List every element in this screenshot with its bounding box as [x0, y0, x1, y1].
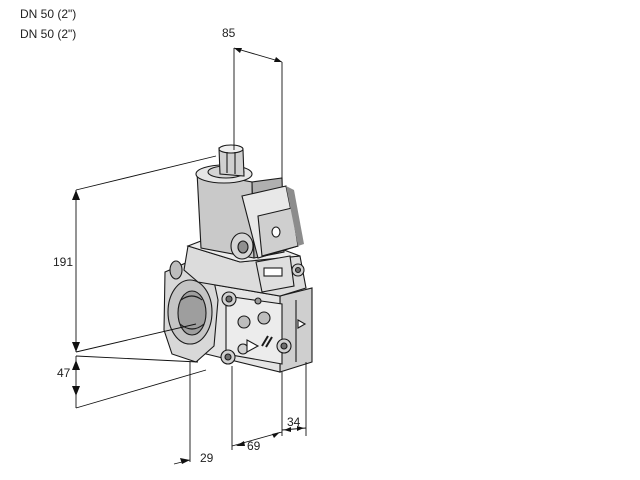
dim-label-191: 191: [53, 255, 73, 269]
bolt-top-right-core: [294, 266, 302, 274]
port-upper-right: [257, 311, 271, 325]
connector-screw: [271, 226, 281, 238]
valve-drawing: [163, 144, 313, 373]
dimension-lines: [72, 47, 307, 465]
actuator-knob-top: [218, 144, 244, 154]
marker-stroke-1: [261, 335, 269, 347]
connector-shadow: [286, 186, 304, 246]
dim-label-69: 69: [247, 439, 261, 453]
left-knurl: [169, 260, 183, 280]
inlet-bore-inner: [177, 290, 207, 336]
bolt-bottom-left-core: [224, 353, 232, 361]
inlet-thread-1: [180, 295, 203, 301]
header-line-1: DN 50 (2"): [20, 7, 77, 21]
port-top-small: [254, 297, 262, 305]
bolt-right-core: [280, 342, 288, 350]
right-face-mark: [297, 319, 307, 329]
inlet-thread-2: [179, 323, 205, 330]
flow-direction-marker: [246, 339, 260, 353]
port-upper-left: [237, 315, 251, 329]
cable-gland-inner: [237, 240, 249, 254]
switch-label: [263, 267, 283, 277]
dim-label-34: 34: [287, 415, 301, 429]
dim-label-85: 85: [222, 26, 236, 40]
marker-stroke-2: [265, 336, 273, 348]
dim-label-47: 47: [57, 366, 71, 380]
header-line-2: DN 50 (2"): [20, 27, 77, 41]
dim-label-29: 29: [200, 451, 214, 465]
bolt-top-left-core: [225, 295, 233, 303]
